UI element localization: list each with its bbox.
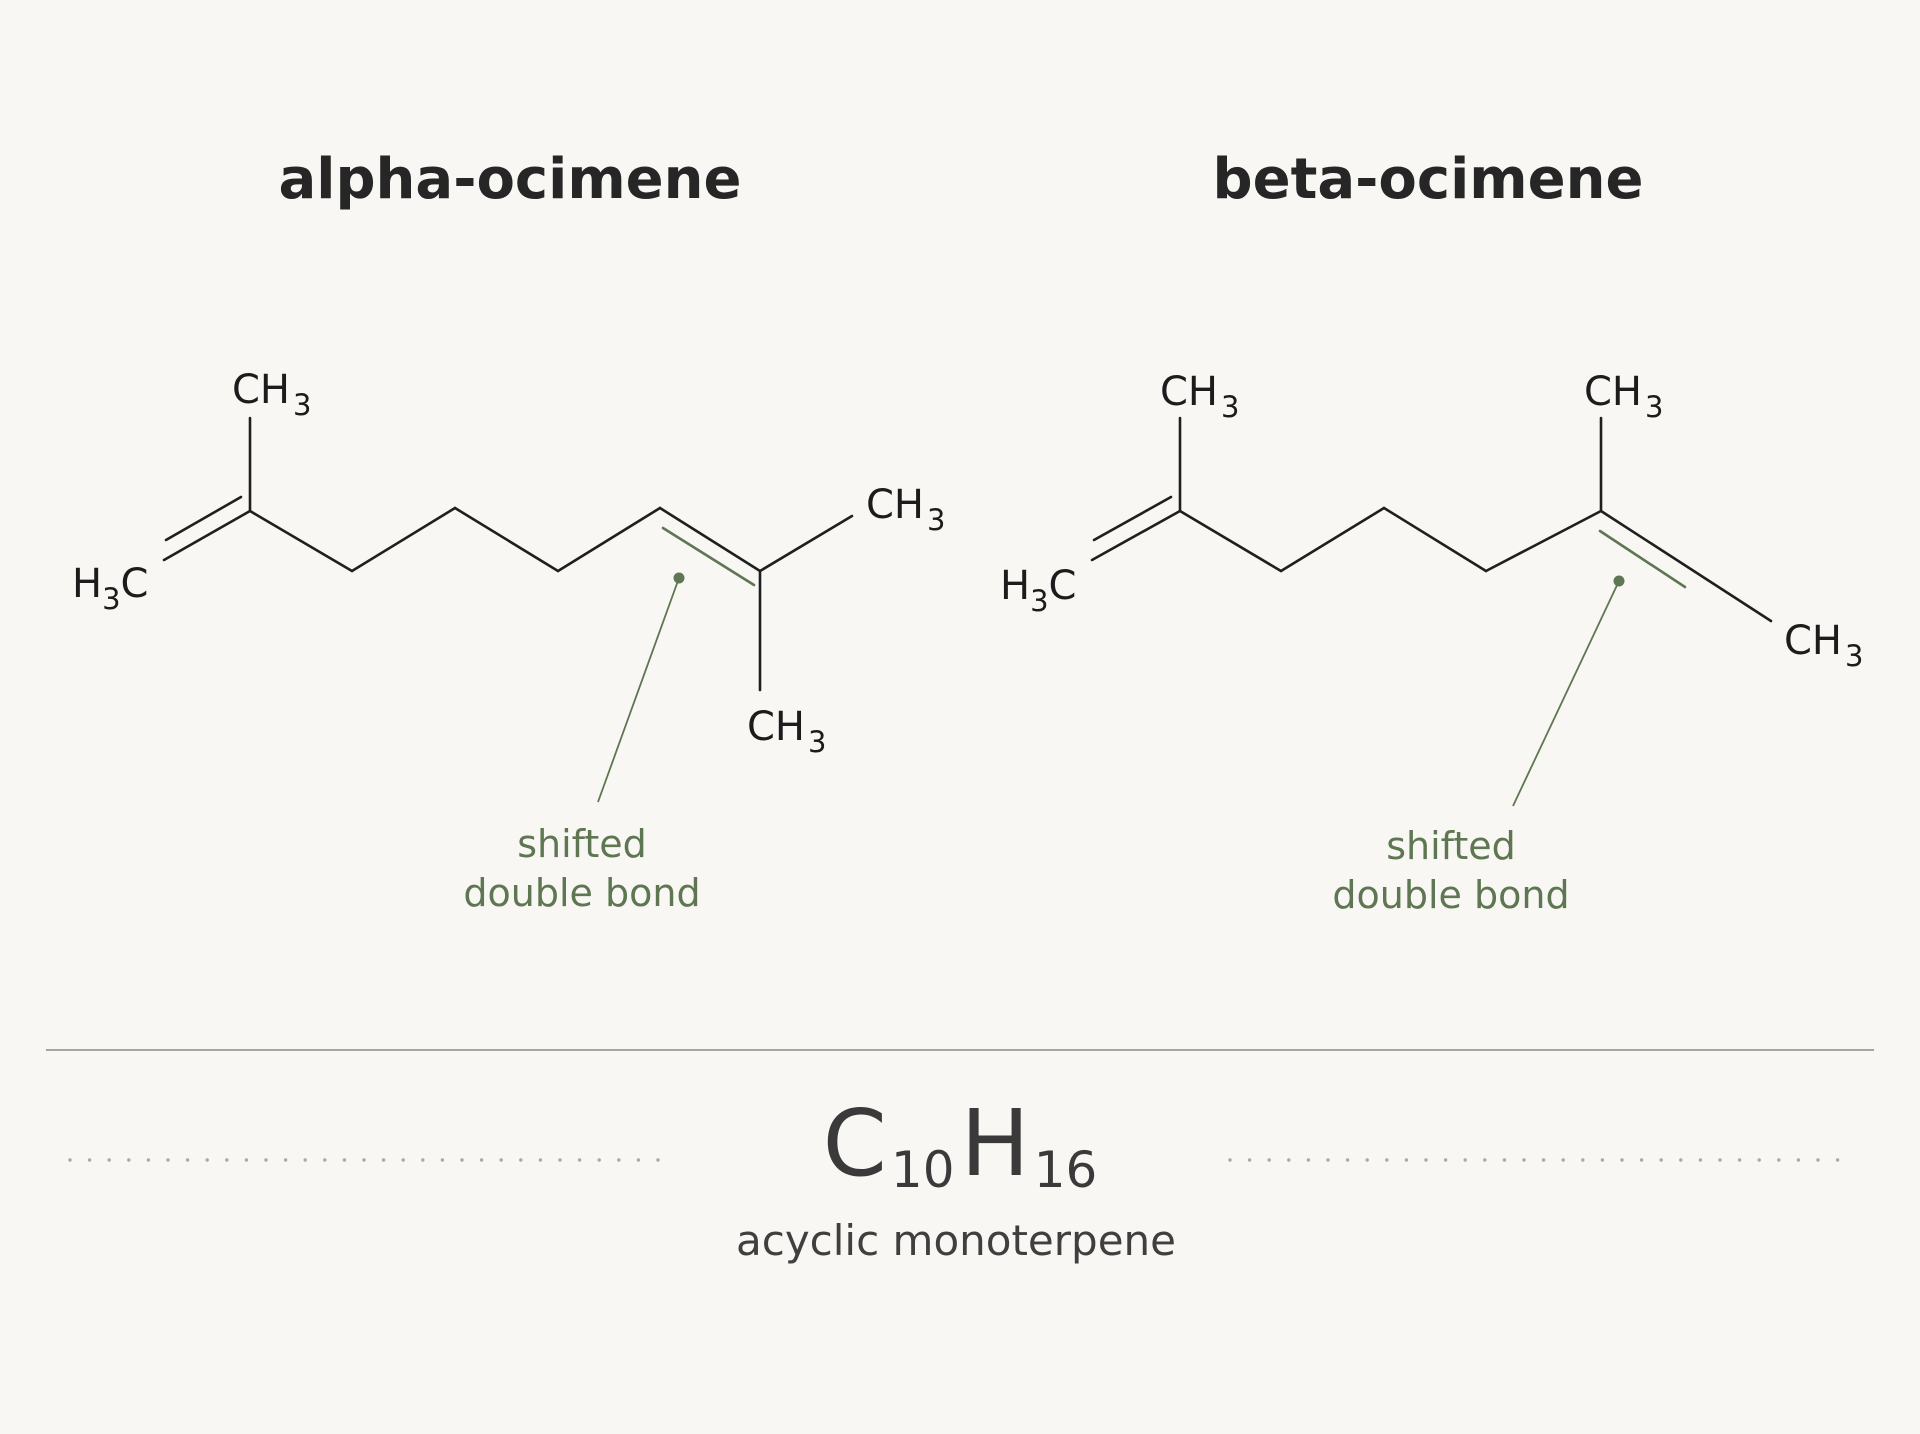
alpha-annotation: shifted double bond bbox=[463, 572, 701, 915]
annotation-line-1: shifted bbox=[1386, 824, 1516, 868]
annotation-dot bbox=[1613, 575, 1625, 587]
bond bbox=[658, 506, 762, 573]
bond bbox=[758, 514, 854, 573]
annotation-leader-line bbox=[597, 577, 680, 803]
molecular-formula: C10H16 bbox=[823, 1090, 1098, 1199]
bond bbox=[1484, 509, 1603, 573]
bond bbox=[453, 506, 560, 573]
bond bbox=[1092, 495, 1173, 542]
bond bbox=[1382, 506, 1488, 573]
alpha-ocimene-title: alpha-ocimene bbox=[278, 147, 741, 212]
beta-h3c-label: H3C bbox=[1000, 563, 1076, 618]
bond bbox=[1178, 509, 1283, 573]
alpha-h3c-label: H3C bbox=[72, 561, 148, 616]
bond bbox=[350, 506, 457, 573]
annotation-leader-line bbox=[1512, 580, 1620, 807]
annotation-dot bbox=[673, 572, 685, 584]
bond bbox=[556, 506, 662, 573]
beta-annotation: shifted double bond bbox=[1332, 575, 1625, 917]
bond bbox=[248, 509, 354, 573]
beta-ocimene-title: beta-ocimene bbox=[1213, 147, 1644, 212]
compound-class-caption: acyclic monoterpene bbox=[736, 1216, 1176, 1265]
bond bbox=[1279, 506, 1386, 573]
bond bbox=[162, 509, 252, 562]
beta-ocimene-skeleton bbox=[1090, 416, 1773, 623]
alpha-ocimene-skeleton bbox=[162, 416, 854, 692]
highlighted-double-bond bbox=[1598, 529, 1687, 589]
highlighted-double-bond bbox=[661, 526, 756, 587]
annotation-line-1: shifted bbox=[517, 822, 647, 866]
bond bbox=[164, 495, 243, 542]
bond bbox=[1090, 509, 1182, 562]
bond bbox=[1599, 509, 1773, 623]
annotation-line-2: double bond bbox=[463, 871, 700, 915]
annotation-line-2: double bond bbox=[1332, 873, 1569, 917]
